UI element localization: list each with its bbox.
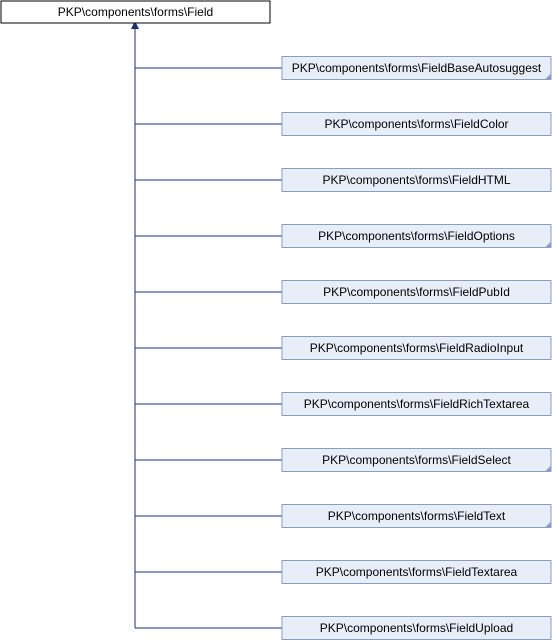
derived-class-node[interactable]: PKP\components\forms\FieldText [281,504,552,528]
derived-class-label: PKP\components\forms\FieldUpload [320,621,513,635]
derived-class-label: PKP\components\forms\FieldBaseAutosugges… [292,61,542,75]
root-class-node[interactable]: PKP\components\forms\Field [0,0,271,24]
more-subclasses-marker-icon [545,241,551,248]
derived-class-label: PKP\components\forms\FieldRichTextarea [304,397,530,411]
derived-class-label: PKP\components\forms\FieldOptions [318,229,515,243]
derived-class-node[interactable]: PKP\components\forms\FieldBaseAutosugges… [281,56,552,80]
derived-class-node[interactable]: PKP\components\forms\FieldOptions [281,224,552,248]
derived-class-label: PKP\components\forms\FieldText [328,509,506,523]
derived-class-label: PKP\components\forms\FieldSelect [322,453,511,467]
derived-class-node[interactable]: PKP\components\forms\FieldRichTextarea [281,392,552,416]
derived-class-label: PKP\components\forms\FieldHTML [322,173,510,187]
derived-class-node[interactable]: PKP\components\forms\FieldColor [281,112,552,136]
derived-class-node[interactable]: PKP\components\forms\FieldSelect [281,448,552,472]
derived-class-node[interactable]: PKP\components\forms\FieldHTML [281,168,552,192]
derived-class-node[interactable]: PKP\components\forms\FieldRadioInput [281,336,552,360]
derived-classes: PKP\components\forms\FieldBaseAutosugges… [135,56,552,640]
inheritance-arrowhead-icon [131,21,139,29]
more-subclasses-marker-icon [545,465,551,472]
root-class-label: PKP\components\forms\Field [58,5,213,19]
more-subclasses-marker-icon [545,521,551,528]
derived-class-node[interactable]: PKP\components\forms\FieldUpload [281,616,552,640]
derived-class-label: PKP\components\forms\FieldTextarea [316,565,518,579]
more-subclasses-marker-icon [545,73,551,80]
derived-class-label: PKP\components\forms\FieldRadioInput [310,341,524,355]
derived-class-label: PKP\components\forms\FieldPubId [323,285,510,299]
derived-class-node[interactable]: PKP\components\forms\FieldTextarea [281,560,552,584]
derived-class-node[interactable]: PKP\components\forms\FieldPubId [281,280,552,304]
derived-class-label: PKP\components\forms\FieldColor [324,117,508,131]
